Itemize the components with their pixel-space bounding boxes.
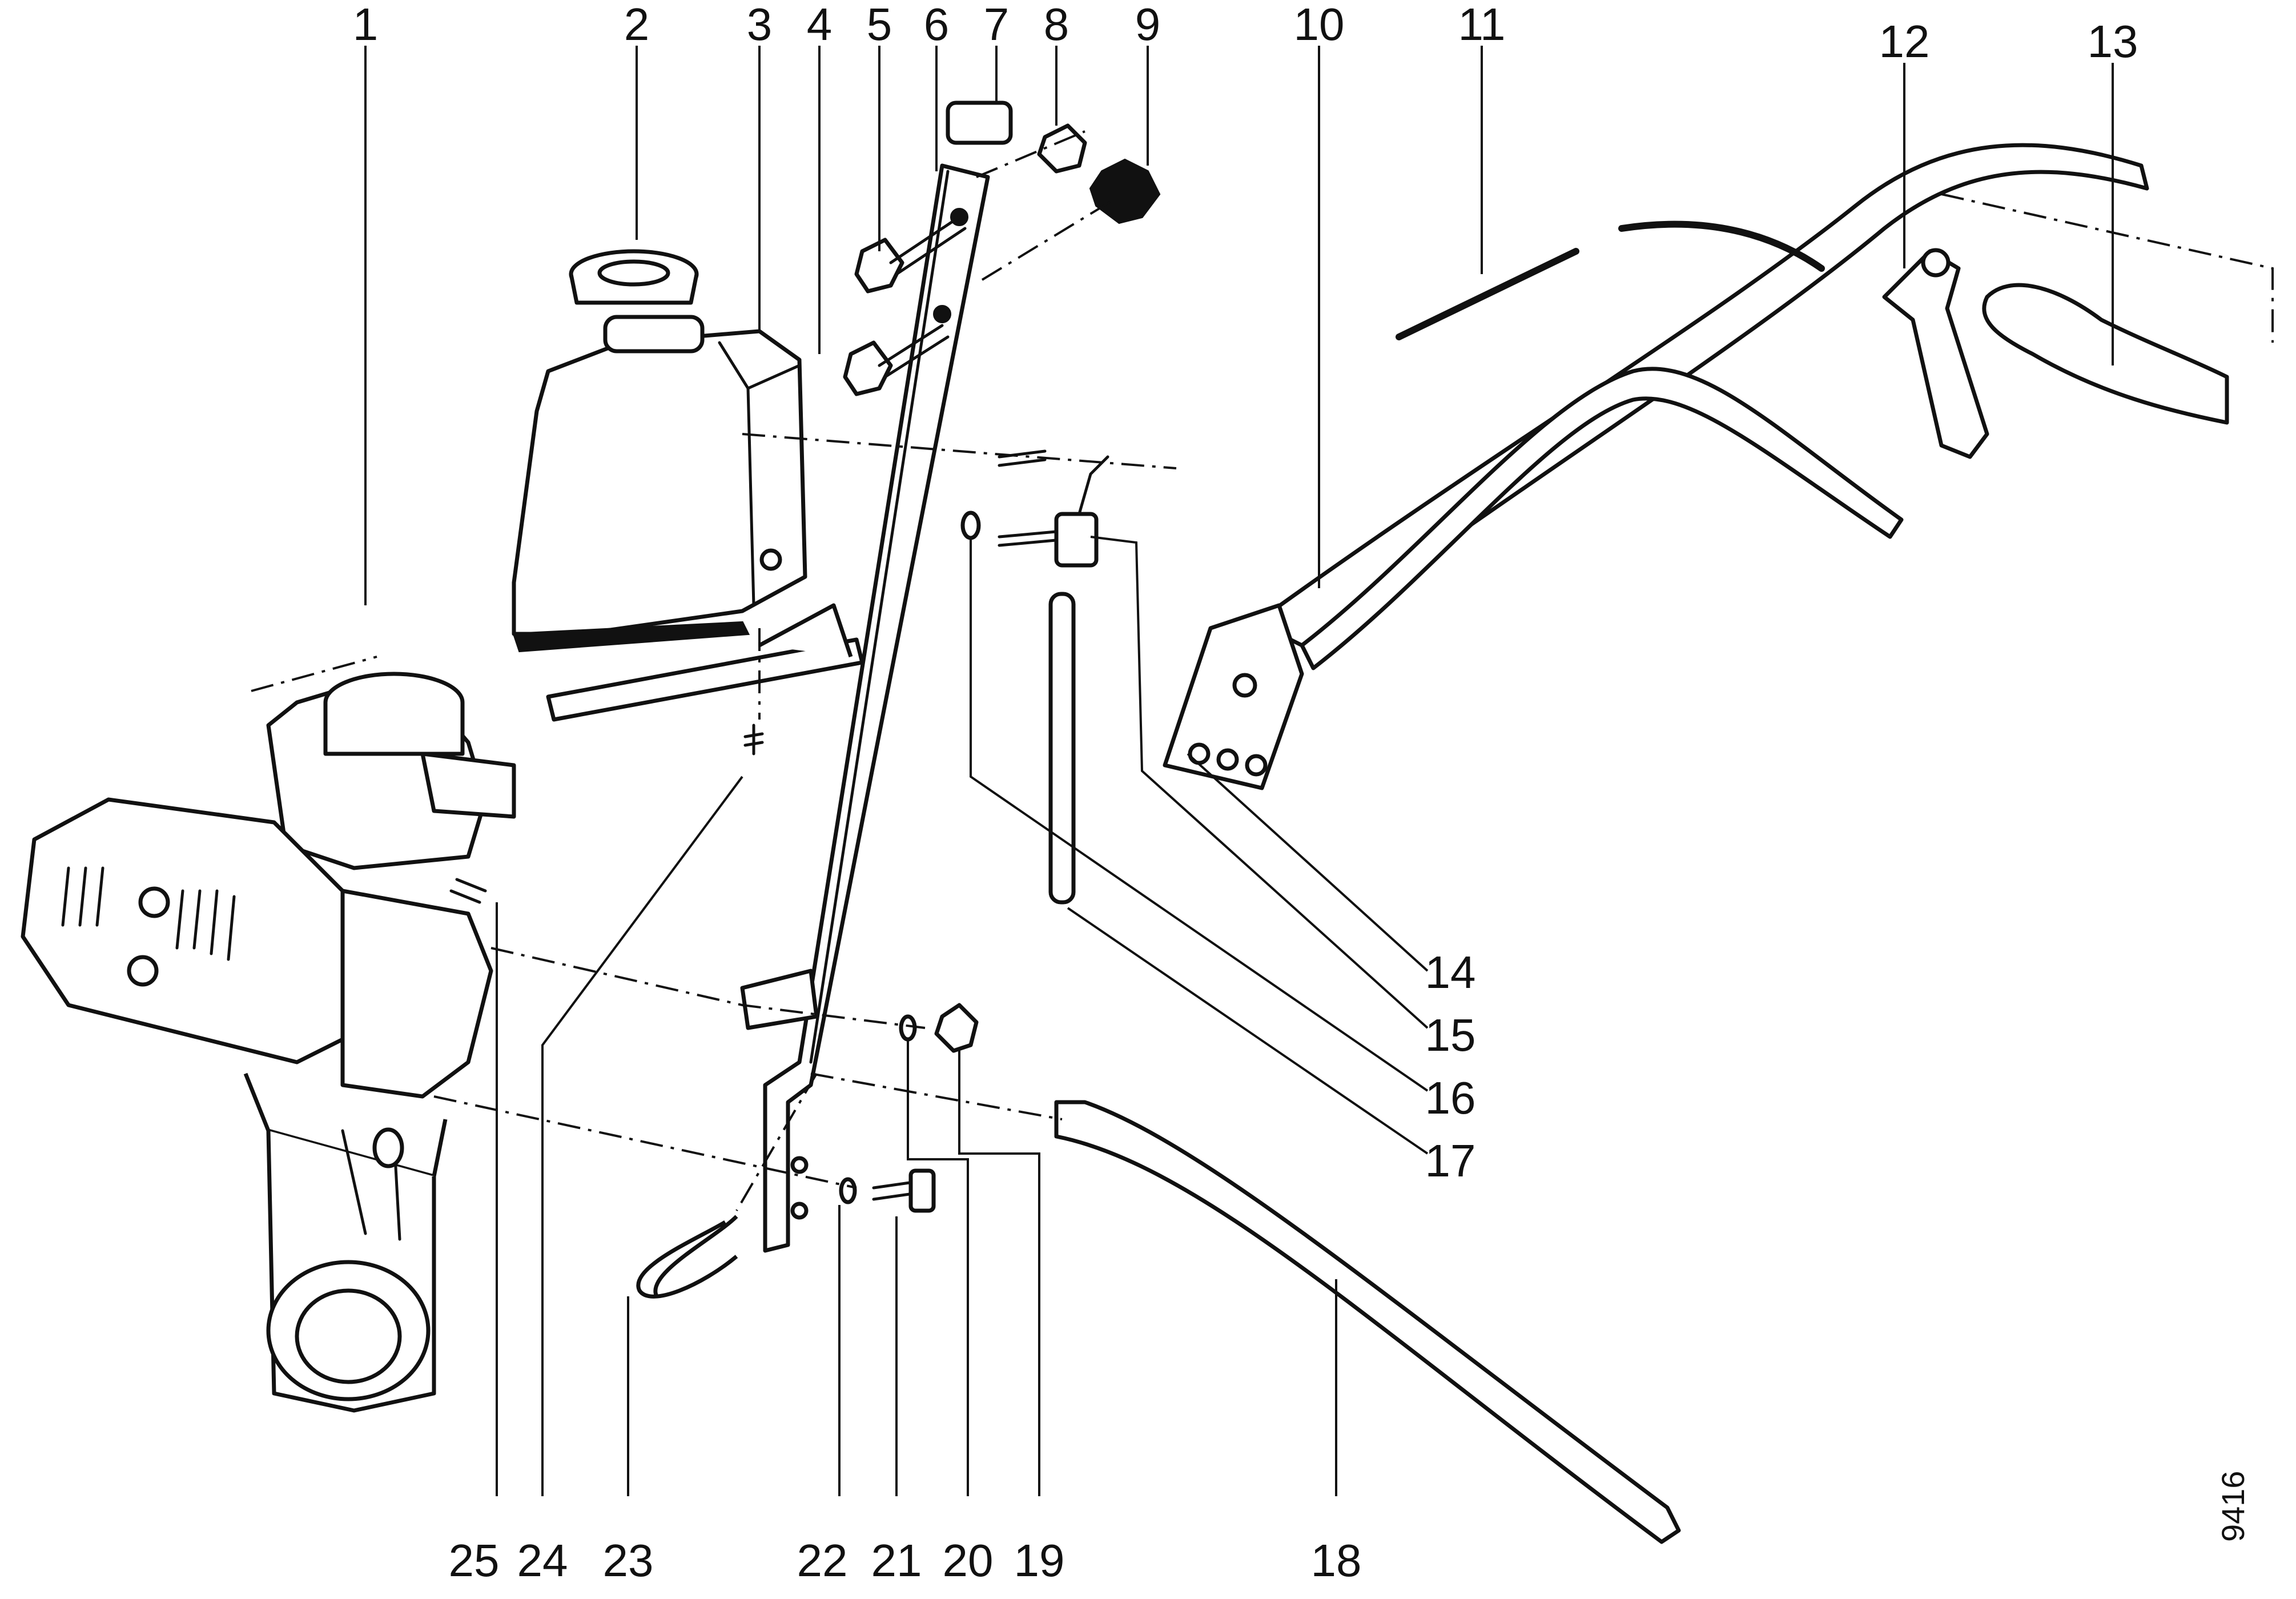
hand-grip	[1982, 283, 2229, 425]
handlebar	[1163, 143, 2149, 790]
callout-22: 22	[797, 1535, 848, 1586]
callout-20: 20	[943, 1535, 994, 1586]
callout-8: 8	[1044, 0, 1069, 50]
callout-25: 25	[449, 1535, 500, 1586]
callout-10: 10	[1294, 0, 1345, 50]
throttle-lever	[1882, 248, 1989, 459]
callout-14: 14	[1425, 947, 1476, 998]
callout-18: 18	[1311, 1535, 1362, 1586]
callout-19: 19	[1014, 1535, 1065, 1586]
stud-25	[449, 878, 487, 904]
callout-1: 1	[353, 0, 379, 50]
callout-3: 3	[747, 0, 773, 50]
callout-24: 24	[517, 1535, 568, 1586]
bolt-21	[872, 1168, 936, 1213]
callout-12: 12	[1879, 16, 1930, 67]
callout-9: 9	[1135, 0, 1161, 50]
drawing-number: 9416	[2215, 1471, 2251, 1542]
engine-assembly	[21, 672, 516, 1413]
callout-numbers: 1 2 3 4 5 6 7 8 9 10 11 12 13 14 15 16 1…	[353, 0, 2138, 1586]
callout-13: 13	[2088, 16, 2138, 67]
callout-5: 5	[867, 0, 892, 50]
bolt-4	[843, 324, 950, 396]
plug-cap	[946, 101, 1013, 145]
fuel-hose	[1048, 592, 1076, 905]
callout-21: 21	[871, 1535, 922, 1586]
callout-16: 16	[1425, 1072, 1476, 1123]
r-clip	[636, 1215, 738, 1299]
leader-lines	[364, 46, 2114, 1496]
lower-stay	[1054, 1100, 1681, 1544]
star-knob	[1089, 158, 1161, 224]
callout-7: 7	[984, 0, 1010, 50]
screw-24	[743, 724, 764, 756]
washer-16	[960, 511, 981, 540]
callout-6: 6	[924, 0, 950, 50]
support-strap	[740, 163, 990, 1253]
callout-15: 15	[1425, 1010, 1476, 1060]
washer-20	[899, 1014, 917, 1042]
assembly-paths	[251, 130, 2274, 1212]
callout-11: 11	[1458, 0, 1505, 50]
callout-4: 4	[807, 0, 833, 50]
tank-bracket	[546, 603, 864, 722]
fuel-tank	[512, 249, 807, 653]
callout-17: 17	[1425, 1135, 1476, 1186]
throttle-cable	[1396, 220, 1825, 340]
bolt-5	[854, 215, 967, 294]
nut-19	[934, 1003, 979, 1053]
washer-22	[839, 1177, 857, 1204]
callout-23: 23	[603, 1535, 654, 1586]
fuel-tap	[998, 455, 1109, 568]
callout-2: 2	[624, 0, 650, 50]
